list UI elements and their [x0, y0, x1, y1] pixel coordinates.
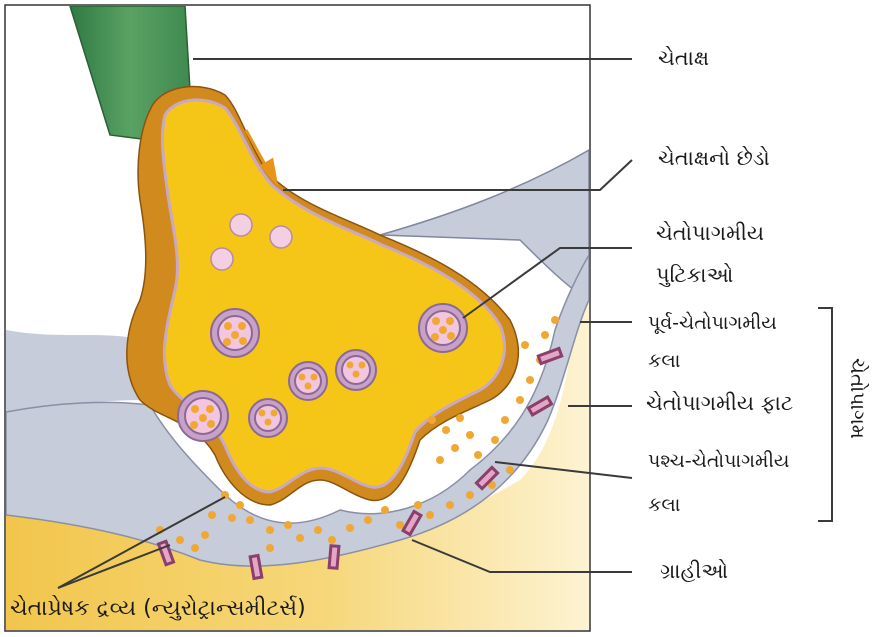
postsynaptic-membrane-label-line1: પશ્ચ-ચેતોપાગમીય — [648, 452, 789, 471]
synaptic-vesicles-label-line2: પુટિકાઓ — [656, 265, 733, 286]
presynaptic-membrane-label-line2: કલા — [648, 352, 680, 371]
synapse-label: ચેતોપાગમ — [848, 358, 868, 439]
neurotransmitters-label: ચેતાપ્રેષક દ્રવ્ય (ન્યુરોટ્રાન્સમીટર્સ) — [10, 598, 306, 620]
axon-label: ચેતાક્ષ — [658, 48, 709, 69]
postsynaptic-membrane-label-line2: કલા — [648, 496, 680, 515]
synaptic-vesicles-label-line1: ચેતોપાગમીય — [656, 223, 764, 244]
synaptic-cleft-label: ચેતોપાગમીય ફાટ — [646, 393, 793, 414]
axon-terminal-label: ચેતાક્ષનો છેડો — [658, 148, 770, 169]
receptors-label: ગ્રાહીઓ — [660, 561, 728, 582]
synapse-bracket — [818, 308, 832, 521]
presynaptic-membrane-label-line1: પૂર્વ-ચેતોપાગમીય — [648, 314, 777, 333]
